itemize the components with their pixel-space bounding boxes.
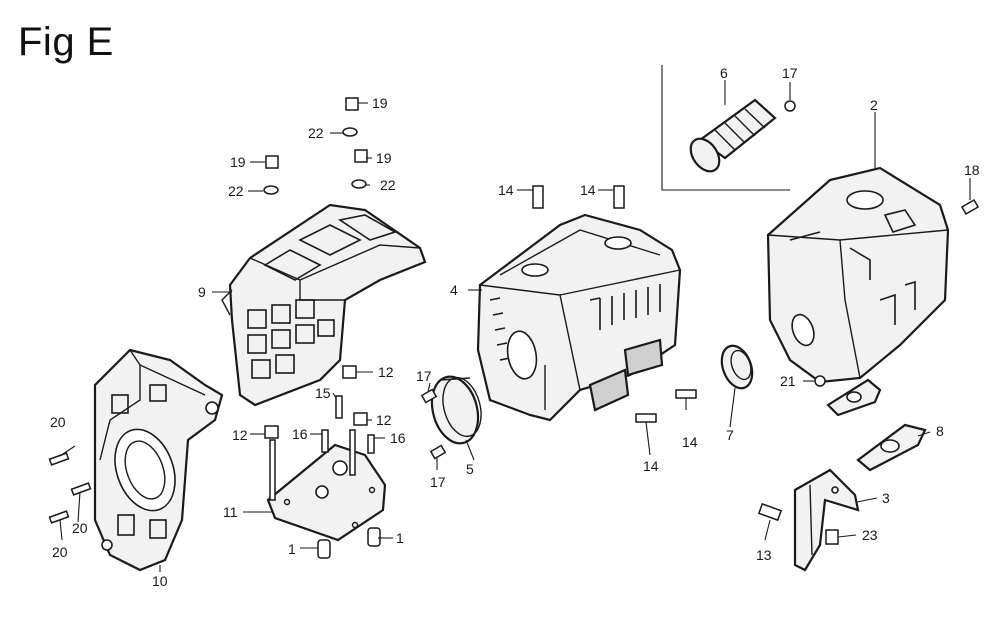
- part-7-flange: [720, 344, 754, 390]
- callout-9: 9: [198, 284, 206, 300]
- callout-3: 3: [882, 490, 890, 506]
- callout-12-b: 12: [232, 427, 248, 443]
- callout-14-a: 14: [498, 182, 514, 198]
- callout-11: 11: [223, 504, 238, 520]
- callout-19-c: 19: [376, 150, 392, 166]
- inset-frame: [661, 65, 790, 191]
- callout-4: 4: [450, 282, 458, 298]
- part-4-muffler-cover: [476, 213, 682, 422]
- fasteners: [48, 97, 980, 559]
- callout-23: 23: [862, 527, 878, 543]
- callout-13: 13: [756, 547, 772, 563]
- callout-12-a: 12: [378, 364, 394, 380]
- callout-22-b: 22: [228, 183, 244, 199]
- part-8-gasket: [856, 423, 927, 472]
- callout-22-c: 22: [380, 177, 396, 193]
- callout-20-a: 20: [50, 414, 66, 430]
- callout-14-c: 14: [682, 434, 698, 450]
- callout-5: 5: [466, 461, 474, 477]
- figure-title: Fig E: [18, 20, 114, 64]
- part-2-tank: [766, 166, 950, 384]
- callout-12-c: 12: [376, 412, 392, 428]
- part-3-bracket: [793, 468, 860, 572]
- part-10-spacer-block: [93, 348, 224, 572]
- part-9-manifold: [221, 203, 427, 407]
- callout-2: 2: [870, 97, 878, 113]
- callout-20-b: 20: [72, 520, 88, 536]
- part-11-base-plate: [266, 443, 387, 542]
- part-6-spark-arrester: [689, 98, 777, 173]
- gasket-upper: [826, 378, 882, 417]
- callout-16-a: 16: [292, 426, 308, 442]
- callout-14-d: 14: [643, 458, 659, 474]
- callout-1-left: 1: [288, 541, 296, 557]
- callout-1-right: 1: [396, 530, 404, 546]
- callout-17-a: 17: [416, 368, 432, 384]
- callout-15: 15: [315, 385, 331, 401]
- callout-19-b: 19: [230, 154, 246, 170]
- callout-22-a: 22: [308, 125, 324, 141]
- callout-17-c: 17: [782, 65, 798, 81]
- part-5-cap: [430, 375, 482, 445]
- callout-19-a: 19: [372, 95, 388, 111]
- callout-18: 18: [964, 162, 980, 178]
- callout-8: 8: [936, 423, 944, 439]
- callout-21: 21: [780, 373, 796, 389]
- callout-17-b: 17: [430, 474, 446, 490]
- callout-16-b: 16: [390, 430, 406, 446]
- callout-20-c: 20: [52, 544, 68, 560]
- callout-14-b: 14: [580, 182, 596, 198]
- callout-labels: 1 1 2 3 4 5 6 7 8 9 10 11 12 12 12 13 14…: [50, 65, 980, 589]
- leader-lines: [59, 80, 971, 572]
- callout-10: 10: [152, 573, 168, 589]
- callout-7: 7: [726, 427, 734, 443]
- callout-6: 6: [720, 65, 728, 81]
